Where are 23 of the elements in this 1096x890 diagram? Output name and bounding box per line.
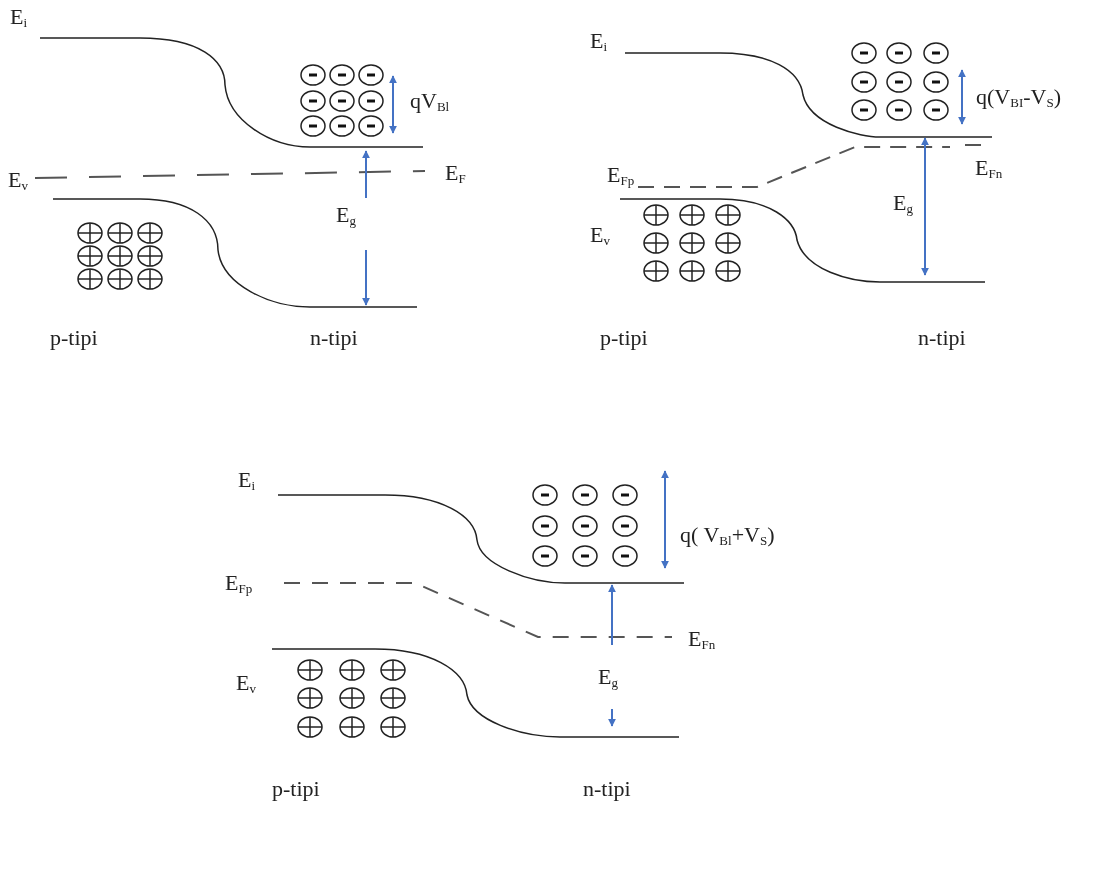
region-label: n-tipi xyxy=(310,325,358,351)
bandgap-label: E$_{g}$ xyxy=(893,190,913,218)
energy-level-label: E$_{v}$ xyxy=(236,670,256,698)
region-label: p-tipi xyxy=(50,325,98,351)
barrier-label: q(V$_{BI}$-V$_{S}$) xyxy=(976,84,1061,112)
energy-level-label: E$_{v}$ xyxy=(8,167,28,195)
region-label: p-tipi xyxy=(272,776,320,802)
energy-level-label: E$_{i}$ xyxy=(590,28,608,56)
region-label: n-tipi xyxy=(583,776,631,802)
energy-level-label: E$_{Fn}$ xyxy=(975,155,1003,183)
energy-level-label: E$_{i}$ xyxy=(238,467,256,495)
energy-level-label: E$_{Fp}$ xyxy=(225,570,253,598)
energy-level-label: E$_{Fn}$ xyxy=(688,626,716,654)
barrier-label: qV$_{Bl}$ xyxy=(410,88,450,116)
region-label: n-tipi xyxy=(918,325,966,351)
energy-level-label: E$_{v}$ xyxy=(590,222,610,250)
barrier-label: q( V$_{Bl}$+V$_{S}$) xyxy=(680,522,775,550)
energy-level-label: E$_{i}$ xyxy=(10,4,28,32)
region-label: p-tipi xyxy=(600,325,648,351)
energy-level-label: E$_{F}$ xyxy=(445,160,466,188)
bandgap-label: E$_{g}$ xyxy=(598,664,618,692)
energy-level-label: E$_{Fp}$ xyxy=(607,162,635,190)
bandgap-label: E$_{g}$ xyxy=(336,202,356,230)
